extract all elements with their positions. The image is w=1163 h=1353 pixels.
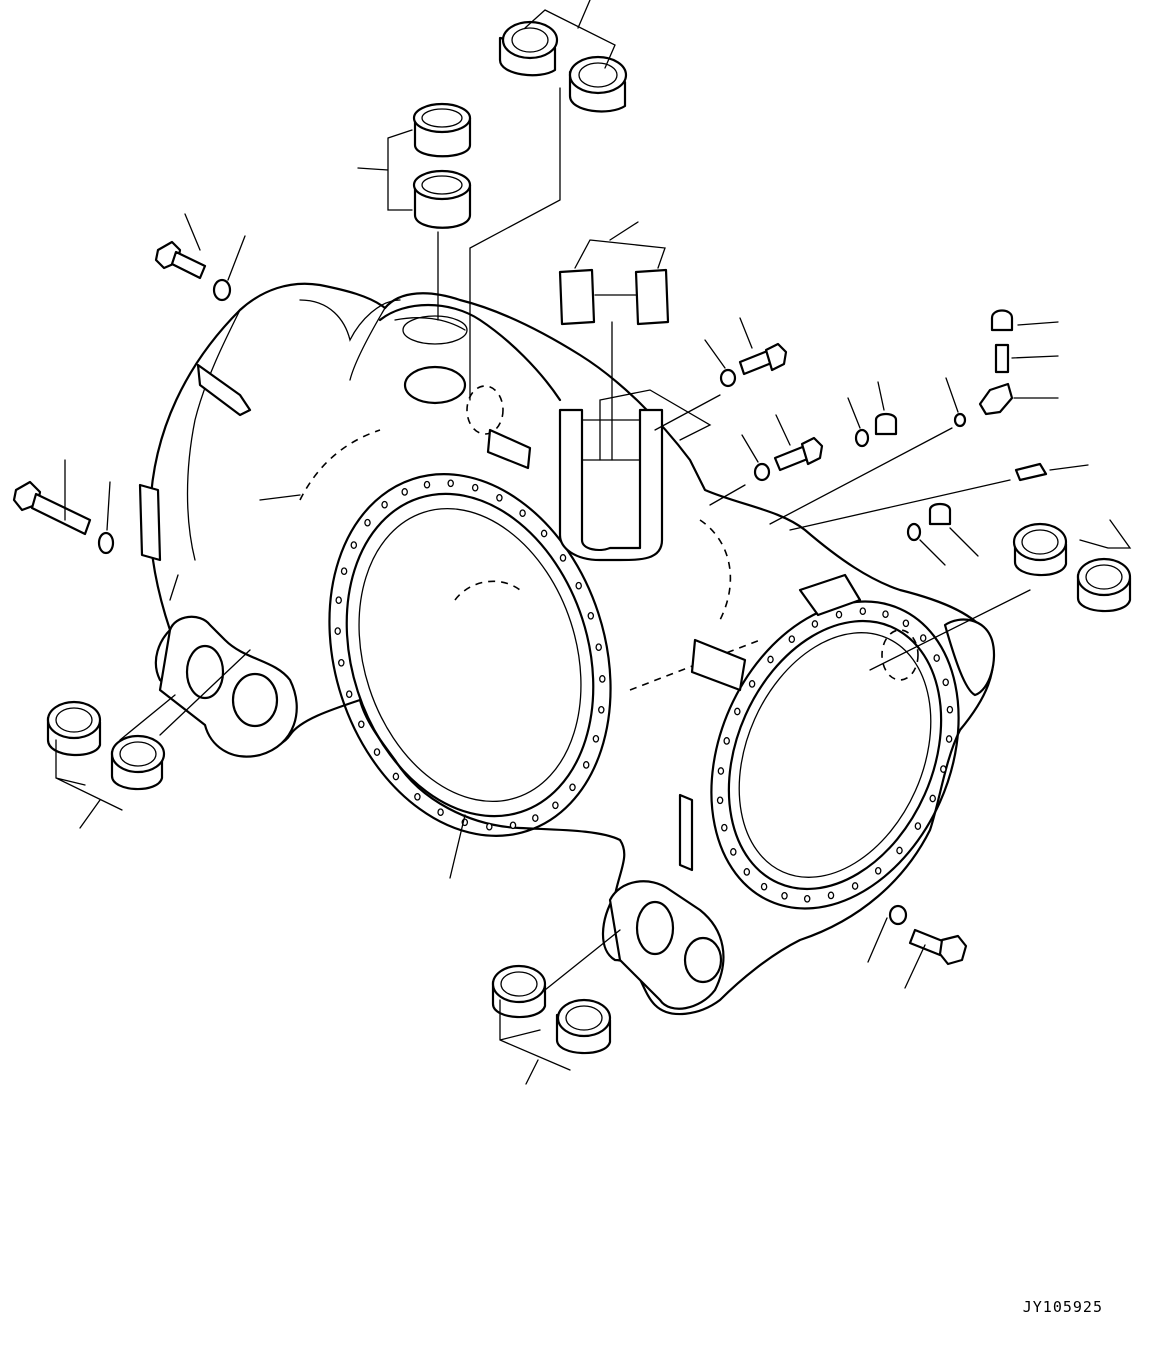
- bolt-hole: [559, 554, 567, 562]
- bolt-hole: [569, 783, 576, 792]
- bolt-hole: [803, 894, 811, 903]
- bolt-hole: [919, 634, 927, 642]
- bolt-hole: [946, 705, 954, 714]
- washer-upper-right: [719, 368, 737, 388]
- bolt-hole: [599, 675, 606, 683]
- bolt-hole: [575, 581, 582, 590]
- washer-left: [97, 531, 115, 555]
- bolt-hole: [914, 822, 922, 830]
- bolt-hole: [338, 658, 345, 667]
- wear-pads: [558, 268, 670, 326]
- bolt-hole: [940, 765, 947, 773]
- bolt-hole: [350, 541, 358, 549]
- bolt-hole: [734, 707, 741, 716]
- bolt-upper-right: [738, 342, 788, 376]
- bolt-hole: [496, 493, 503, 502]
- bolt-hole: [942, 678, 949, 687]
- axle-housing: [138, 282, 996, 1016]
- washer-upper-left: [212, 278, 232, 302]
- bolt-hole: [827, 891, 835, 900]
- bolt-hole: [874, 866, 882, 875]
- bolt-hole: [532, 814, 539, 822]
- bolt-hole: [760, 882, 768, 891]
- washer-lower-right: [888, 904, 908, 926]
- bolt-hole: [423, 480, 431, 489]
- drawing-code-label: JY105925: [1022, 1298, 1103, 1316]
- bolt-hole: [540, 529, 548, 538]
- bolt-hole: [552, 801, 559, 810]
- bolt-hole: [933, 654, 940, 662]
- bolt-hole: [781, 891, 788, 900]
- bolt-hole: [334, 627, 341, 635]
- bolt-hole: [717, 767, 725, 775]
- bolt-hole: [851, 882, 859, 890]
- bolt-hole: [381, 500, 388, 509]
- bolt-hole: [929, 794, 936, 803]
- bolt-hole: [595, 643, 602, 652]
- bolt-hole: [364, 518, 371, 527]
- washer-mid-right: [753, 462, 771, 482]
- bolt-hole: [945, 735, 953, 743]
- bolt-hole: [340, 567, 348, 576]
- bolt-hole: [401, 488, 408, 496]
- leader-lines: [55, 0, 1132, 1085]
- bolt-hole: [373, 748, 381, 756]
- bushing-set-top: [498, 20, 628, 113]
- bolt-hole: [335, 596, 342, 605]
- bolt-hole: [835, 610, 843, 619]
- grease-fittings: [854, 309, 1048, 542]
- bolt-mid-right: [773, 436, 824, 472]
- bolt-hole: [767, 655, 774, 664]
- bolt-hole: [748, 680, 756, 688]
- bolt-hole: [721, 823, 728, 832]
- bolt-hole: [896, 846, 903, 855]
- bolt-hole: [414, 792, 421, 801]
- bolt-hole: [437, 808, 444, 817]
- bolt-hole: [743, 868, 751, 876]
- bolt-hole: [859, 607, 867, 616]
- bolt-hole: [716, 796, 724, 805]
- bolt-left-long: [12, 480, 92, 536]
- bolt-hole: [519, 509, 526, 518]
- bolt-hole: [486, 822, 493, 831]
- flange-bolt-holes: [334, 479, 954, 903]
- bolt-hole: [509, 821, 517, 830]
- bolt-hole: [788, 635, 796, 644]
- bushing-set-left: [46, 700, 166, 791]
- bolt-upper-left: [154, 240, 207, 280]
- bolt-hole: [882, 610, 889, 619]
- bolt-hole: [582, 761, 590, 769]
- bolt-hole: [723, 737, 730, 745]
- bolt-lower-right: [908, 928, 968, 966]
- bolt-hole: [392, 772, 400, 781]
- bolt-hole: [345, 690, 353, 699]
- bolt-hole: [902, 619, 910, 628]
- bolt-hole: [730, 848, 737, 856]
- bolt-hole: [587, 611, 595, 620]
- bolt-hole: [358, 720, 365, 729]
- bushing-set-upper-mid: [412, 102, 472, 229]
- bolt-hole: [471, 483, 479, 492]
- bolt-hole: [811, 620, 819, 628]
- bolt-hole: [598, 705, 605, 714]
- bolt-hole: [447, 479, 454, 488]
- bushing-set-bottom: [491, 964, 612, 1055]
- bushing-set-right: [1012, 522, 1132, 613]
- bolt-hole: [592, 734, 600, 743]
